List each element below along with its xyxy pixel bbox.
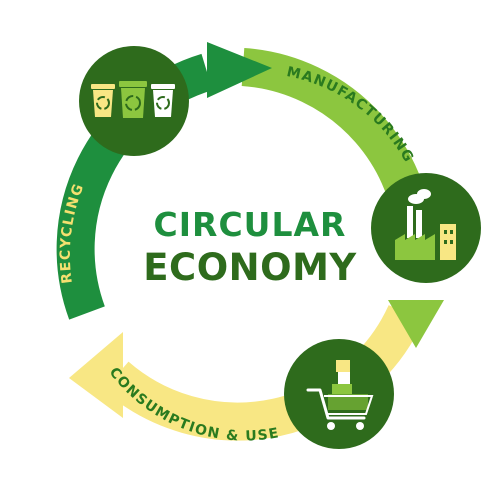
manufacturing-arrowhead <box>388 300 444 348</box>
consumption-arc <box>103 304 424 441</box>
factory-icon <box>395 189 456 260</box>
title-line-1: CIRCULAR <box>154 205 347 244</box>
recycling-bins-icon <box>91 81 175 118</box>
recycling-arrowhead <box>207 42 272 98</box>
factory-node <box>371 173 481 283</box>
shopping-cart-node <box>284 339 394 449</box>
consumption-arrowhead <box>69 332 123 418</box>
shopping-cart-icon <box>306 360 374 430</box>
title-line-2: ECONOMY <box>143 246 357 289</box>
recycling-bins-node <box>79 46 189 156</box>
